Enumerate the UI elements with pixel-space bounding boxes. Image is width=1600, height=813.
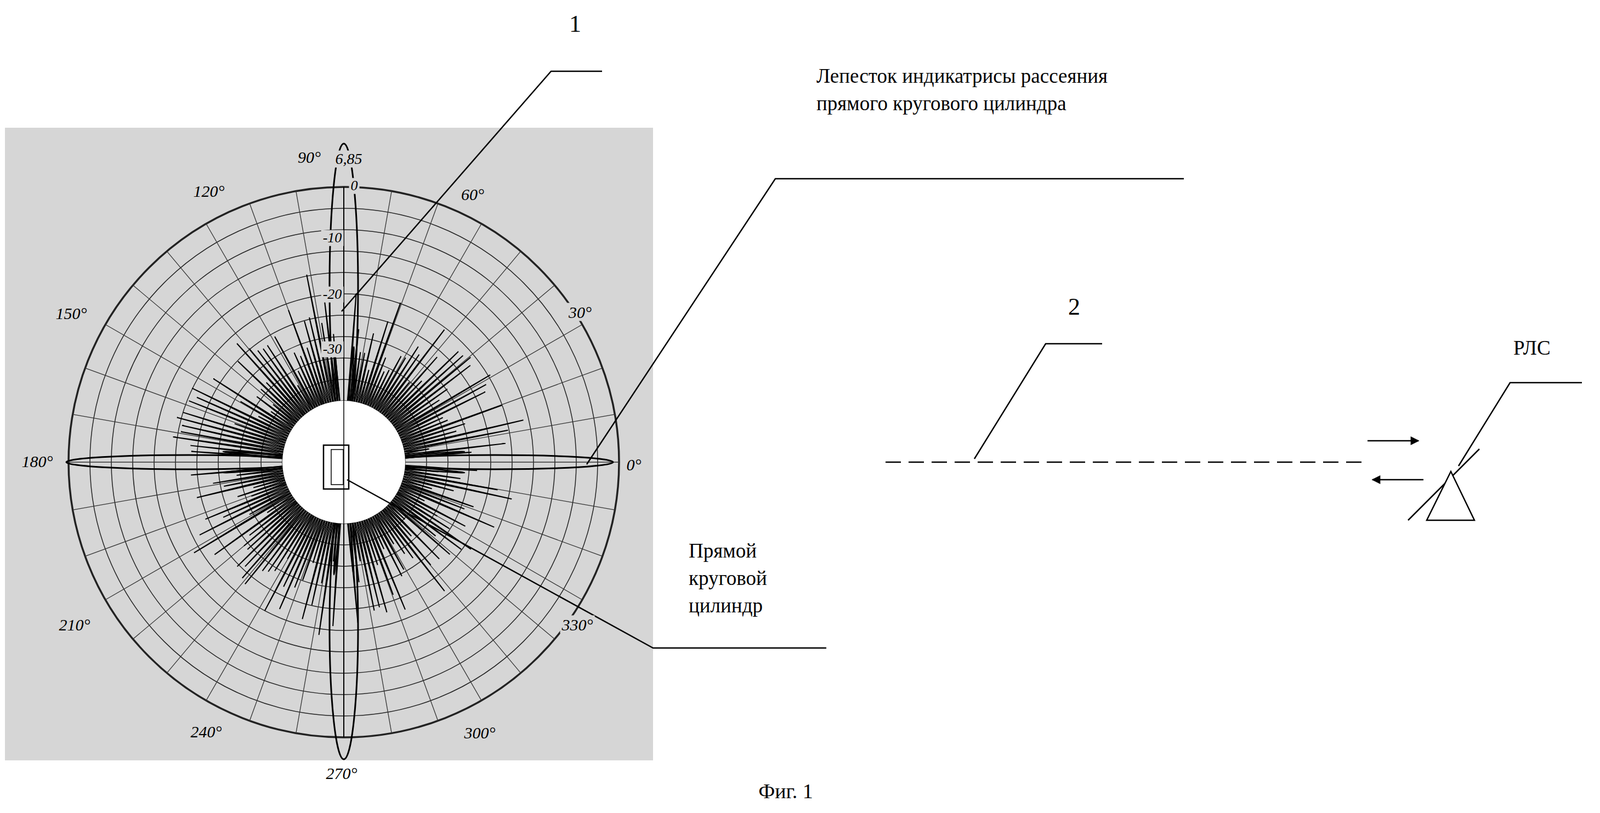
arrow-out xyxy=(1372,479,1424,481)
side-lobe xyxy=(205,484,288,520)
callout-number: 1 xyxy=(569,7,582,41)
grid-spoke xyxy=(405,461,620,463)
angle-label: 60° xyxy=(459,185,486,204)
figure-caption: Фиг. 1 xyxy=(758,777,814,806)
side-lobe xyxy=(361,321,388,404)
main-lobe xyxy=(329,495,359,760)
grid-spoke xyxy=(132,285,297,423)
side-lobe xyxy=(177,417,285,447)
leader-lines xyxy=(341,71,1582,649)
side-lobe xyxy=(248,348,305,416)
callout-text: Прямой круговой цилиндр xyxy=(688,537,799,620)
grid-spoke xyxy=(374,515,482,701)
side-lobe xyxy=(380,329,445,414)
grid-spoke xyxy=(296,522,334,734)
radar-symbol xyxy=(1426,471,1475,521)
angle-label: 270° xyxy=(324,764,360,783)
angle-label: 300° xyxy=(462,723,498,742)
angle-label: 210° xyxy=(57,615,93,634)
side-lobe xyxy=(332,523,341,627)
grid-spoke xyxy=(84,483,286,556)
callout-text: РЛС xyxy=(1513,334,1551,362)
db-label: -30 xyxy=(321,341,344,358)
grid-spoke xyxy=(396,324,583,432)
callout-text: Лепесток индикатрисы рассеяния прямого к… xyxy=(816,62,1124,118)
angle-label: 330° xyxy=(560,615,595,634)
grid-spoke xyxy=(404,472,615,510)
side-lobe xyxy=(302,521,329,620)
side-lobe xyxy=(237,504,301,567)
side-lobe xyxy=(237,361,300,421)
grid-spoke xyxy=(383,251,521,416)
grid-spoke xyxy=(166,509,305,674)
side-lobe xyxy=(245,509,306,584)
side-lobe xyxy=(384,507,412,537)
grid-spoke xyxy=(401,483,603,556)
main-lobe xyxy=(376,455,614,470)
side-lobe xyxy=(404,449,429,454)
radar-antenna xyxy=(1408,449,1480,521)
angle-label: 150° xyxy=(54,304,89,323)
side-lobe xyxy=(404,472,498,490)
side-lobe xyxy=(378,354,419,413)
db-label: -10 xyxy=(321,230,344,247)
cylinder-inner xyxy=(331,449,344,485)
main-lobe xyxy=(66,455,311,470)
grid-ring xyxy=(282,400,406,524)
side-lobe xyxy=(401,481,474,507)
side-lobe xyxy=(268,512,310,572)
grid-spoke xyxy=(390,501,555,640)
side-lobe xyxy=(356,333,374,403)
dashed-ray xyxy=(885,461,1363,464)
side-lobe xyxy=(242,507,304,578)
callout-number: 2 xyxy=(1068,290,1081,323)
side-lobe xyxy=(180,431,284,452)
grid-spoke xyxy=(354,522,392,734)
angle-label: 120° xyxy=(191,182,227,201)
center-disc xyxy=(282,400,406,524)
photo-ground xyxy=(4,127,654,761)
grid-spoke xyxy=(68,461,283,463)
cylinder xyxy=(323,445,349,490)
polar-plot xyxy=(66,143,620,760)
angle-label: 30° xyxy=(566,303,594,322)
db-label: -20 xyxy=(321,286,344,303)
arrow-in xyxy=(1367,440,1419,442)
value-label: 6,85 xyxy=(333,150,365,168)
grid-spoke xyxy=(206,515,314,701)
side-lobe xyxy=(191,388,289,436)
side-lobe xyxy=(376,346,419,411)
grid-ring xyxy=(68,186,620,738)
angle-label: 0° xyxy=(625,455,644,474)
angle-label: 90° xyxy=(296,148,323,167)
grid-spoke xyxy=(364,519,438,721)
db-label: 0 xyxy=(349,178,360,195)
angle-label: 180° xyxy=(20,452,55,471)
grid-spoke xyxy=(105,492,291,600)
angle-label: 240° xyxy=(189,722,224,741)
